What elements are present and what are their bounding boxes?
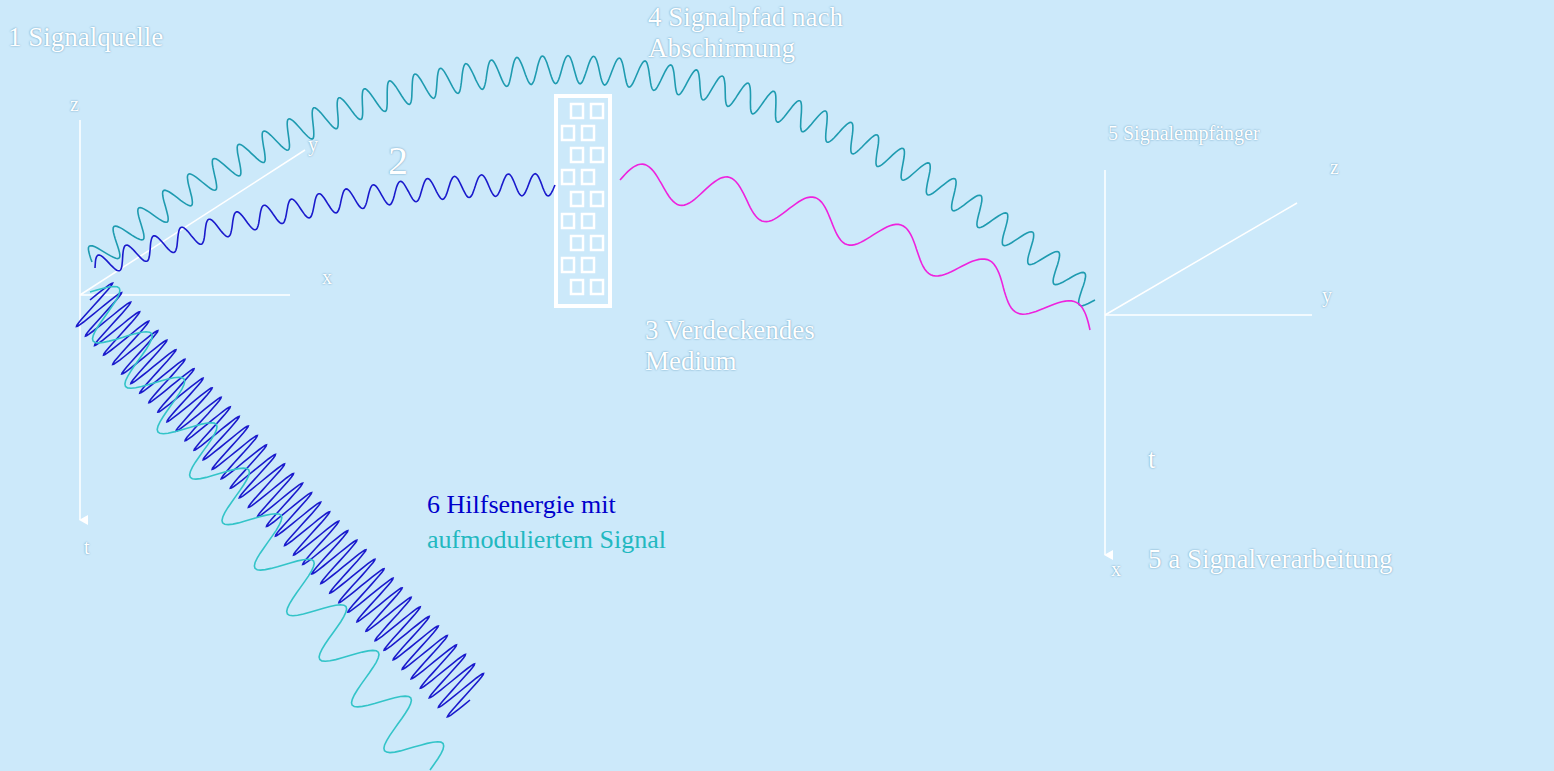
shield-brick [582,126,594,140]
shield-brick [571,236,583,250]
callout-label: t [1148,444,1156,475]
wave-line [620,164,1090,330]
axis-label: y [1322,284,1332,307]
signal-waves [77,56,1096,770]
axis-label: t [84,536,90,559]
callout-label: 5 a Signalverarbeitung [1148,544,1392,575]
callout-label: aufmoduliertem Signal [427,525,666,555]
shield-brick [582,170,594,184]
shield-wall [556,96,610,306]
callout-label: 6 Hilfsenergie mit [427,490,616,520]
shield-brick [591,148,603,162]
callout-number: 2 [388,138,408,184]
shield-brick [571,280,583,294]
shield-brick [562,214,574,228]
shield-brick [591,236,603,250]
axis-label: z [70,93,79,116]
shield-brick [582,214,594,228]
wave-line [77,283,484,717]
shield-brick [562,170,574,184]
shield-brick [571,148,583,162]
wave-line [88,56,1095,306]
axes [80,120,1312,555]
shield-brick [591,192,603,206]
axis-label: 5 Signalempfänger [1108,122,1260,145]
axis-label: z [1330,156,1339,179]
shield-brick [562,126,574,140]
wave-line [95,174,555,271]
axis-label: y [308,133,318,156]
axis-label: x [1111,558,1121,581]
axis-label: x [322,266,332,289]
shield-brick [582,258,594,272]
callout-label: 3 Verdeckendes Medium [645,315,875,377]
shield-brick [591,104,603,118]
callout-label: 1 Signalquelle [8,22,163,53]
callout-label: 4 Signalpfad nach Abschirmung [648,2,888,64]
shield-brick [571,192,583,206]
wave-line [90,287,444,771]
shield-brick [562,258,574,272]
shield-brick [571,104,583,118]
shield-brick [591,280,603,294]
